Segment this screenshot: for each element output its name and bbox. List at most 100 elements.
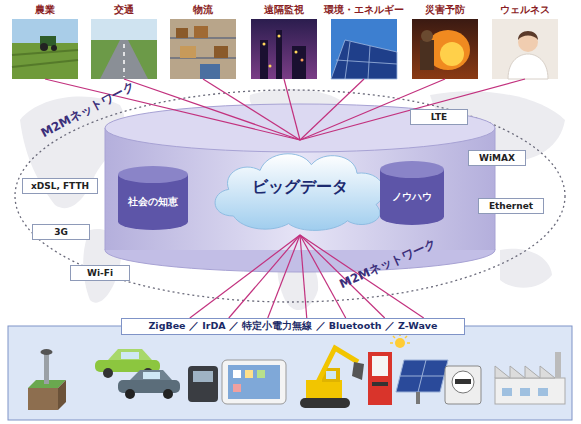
vending-machine-part [368,352,392,405]
category-label: 物流 [193,3,213,17]
factory-part [502,388,512,396]
photo-wellness-part [508,54,548,79]
photo-remote-monitoring-part [292,46,306,79]
photo-remote-monitoring [251,19,317,79]
network-box: xDSL, FTTH [22,178,98,194]
photo-agriculture-part [51,45,57,51]
soil-sensor-part [44,352,49,384]
cylinder-top [380,161,444,178]
network-line [284,79,300,140]
cars-part [143,372,160,379]
photo-traffic [91,19,157,79]
network-line [268,235,300,318]
photo-energy-part [331,19,397,79]
photo-remote-monitoring-part [269,65,272,68]
network-box: Ethernet [478,198,544,214]
electric-meter-part [445,366,481,404]
node-label: ZigBee ／ IrDA ／ 特定小電力無線 ／ Bluetooth ／ Z-… [148,320,437,333]
cars-part [121,352,139,359]
solar-panel-part [396,360,448,392]
photo-wellness-part [518,31,538,40]
photo-logistics-part [170,19,236,79]
sun-part [395,338,405,348]
factory-part [555,352,561,378]
factory-part [520,388,530,396]
device-panel-part [8,326,572,420]
photo-energy [331,19,397,79]
factory [495,352,565,404]
vending-machine [368,352,392,405]
network-box: Wi-Fi [70,265,130,281]
cars-part [103,368,113,378]
photo-remote-monitoring-part [263,43,266,46]
network-line [300,235,307,318]
vending-machine-part [372,382,388,386]
photo-wellness-part [492,19,558,79]
excavator [300,348,364,408]
network-line [203,79,300,140]
solar-panel-part [400,376,444,377]
node-label: Wi-Fi [87,268,113,278]
dotted-network-ring [15,90,565,302]
handheld-terminal [188,366,218,402]
cloud-shape [215,154,384,231]
network-line [300,79,525,140]
cylinder-top [118,166,188,183]
sun-part [390,342,393,344]
protocol-bar: ZigBee ／ IrDA ／ 特定小電力無線 ／ Bluetooth ／ Z-… [121,318,465,335]
soil-sensor [28,349,66,410]
electric-meter-part [452,371,474,393]
photo-traffic-part [100,40,148,79]
factory-part [538,388,548,396]
node-label: LTE [431,112,448,122]
photo-tile: ウェルネス [492,3,558,79]
solar-panel [396,360,448,404]
tablet-part [257,370,265,378]
photo-tile: 遠隔監視 [251,3,317,79]
photo-energy-part [336,60,397,64]
photo-disaster-part [440,42,464,66]
network-box: WiMAX [468,150,526,166]
photo-logistics-part [200,64,220,79]
excavator-part [318,348,358,382]
excavator-part [306,380,342,398]
tablet-part [228,365,280,399]
photo-disaster-part [420,40,434,70]
sun-part [407,342,410,344]
photo-tile: 交通 [91,3,157,79]
data-cylinder: 社会の知恵 [118,166,188,230]
category-label: 災害予防 [425,3,465,17]
photo-remote-monitoring-part [295,51,298,54]
network-line [124,79,300,140]
soil-sensor-part [58,380,66,410]
cars [95,349,180,399]
electric-meter [445,366,481,404]
data-cylinder-part [105,104,495,152]
solar-panel-part [416,392,420,404]
factory-part [495,378,565,404]
category-label: 交通 [114,3,134,17]
photo-disaster [412,19,478,79]
world-map-part [500,249,552,288]
excavator-part [326,371,336,379]
photo-remote-monitoring-part [260,40,268,79]
tablet-part [233,370,241,378]
node-label: xDSL, FTTH [31,181,89,191]
tablet-part [222,360,286,404]
data-cloud: ビッグデータ [205,140,395,235]
node-label: ビッグデータ [252,177,348,198]
network-box: 3G [32,224,90,240]
photo-remote-monitoring-part [301,59,304,62]
photo-tile: 災害予防 [412,3,478,79]
photo-traffic-part [123,44,125,77]
category-label: 環境・エネルギー [324,3,404,17]
photo-agriculture-part [12,60,78,67]
node-label: Ethernet [489,201,533,211]
tablet-part [245,370,253,378]
tablet-part [233,384,241,392]
photo-tile: 環境・エネルギー [331,3,397,79]
photo-logistics-part [180,46,196,58]
network-line [190,235,300,318]
photo-logistics-part [176,28,188,38]
